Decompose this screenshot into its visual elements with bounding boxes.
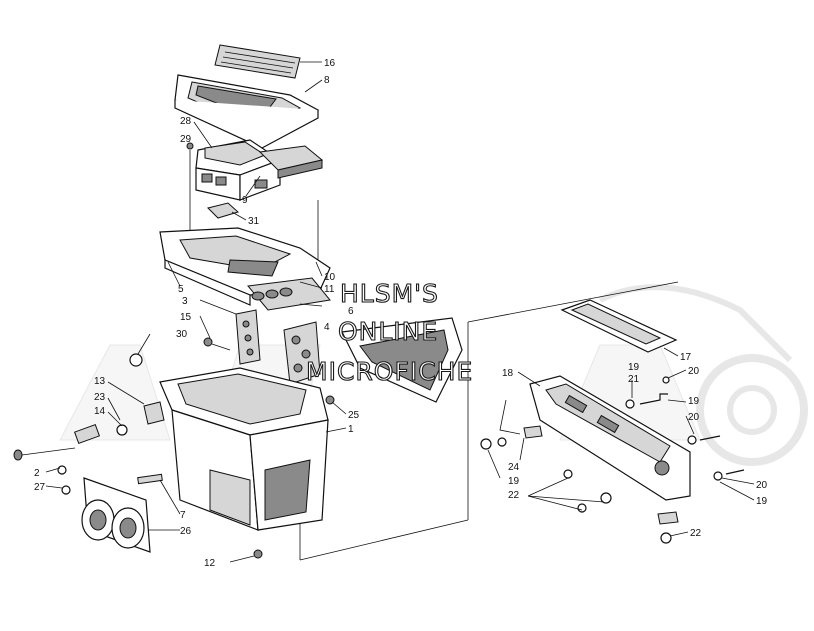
part-18-air-duct	[529, 375, 691, 501]
callout-22-a: 22	[508, 490, 520, 501]
part-26-fan-shroud	[81, 477, 151, 553]
callout-4: 4	[324, 322, 330, 333]
part-6-intake-boots	[247, 277, 331, 311]
part-2-bolt	[13, 447, 76, 461]
callout-18: 18	[502, 368, 514, 379]
callout-22-b: 22	[690, 528, 702, 539]
callout-30: 30	[176, 329, 188, 340]
callout-19-c: 19	[508, 476, 520, 487]
callout-7: 7	[180, 510, 186, 521]
callout-16: 16	[324, 58, 336, 69]
watermark-line-2: ONLINE	[338, 317, 438, 346]
callout-2: 2	[34, 468, 40, 479]
callout-31: 31	[248, 216, 260, 227]
callout-numbers: 16 8 28 29 9 31 10 11 5 6 3 4 15 30 13 2…	[34, 58, 768, 569]
watermark-line-3: MICROFICHE	[306, 357, 473, 386]
part-12-plug	[253, 549, 263, 559]
callout-1: 1	[348, 424, 354, 435]
part-16-filter-screen	[214, 44, 301, 79]
part-7-clip	[137, 473, 163, 485]
part-24-bracket	[499, 399, 543, 439]
callout-23: 23	[94, 392, 106, 403]
part-28-air-box-cover	[195, 139, 282, 201]
callout-20-a: 20	[688, 366, 700, 377]
callout-28: 28	[180, 116, 192, 127]
callout-21: 21	[628, 374, 640, 385]
callout-20-b: 20	[688, 412, 700, 423]
part-30-grommet	[129, 353, 143, 367]
callout-19-a: 19	[628, 362, 640, 373]
part-5-base-plate	[159, 227, 331, 306]
leader-lines	[45, 61, 755, 563]
callout-27: 27	[34, 482, 46, 493]
part-27-screw	[57, 465, 71, 495]
part-3-side-panel	[235, 309, 261, 365]
part-29-bolt	[186, 142, 194, 240]
callout-19-d: 19	[756, 496, 768, 507]
part-4-side-panel	[283, 321, 321, 385]
part-31-gasket	[207, 202, 239, 219]
callout-17: 17	[680, 352, 692, 363]
callout-25: 25	[348, 410, 360, 421]
callout-11: 11	[324, 284, 335, 295]
intake-duct	[341, 317, 463, 403]
part-15-screw	[203, 337, 231, 351]
callout-13: 13	[94, 376, 106, 387]
watermark-line-1: HLSM'S	[340, 279, 439, 308]
callout-20-c: 20	[756, 480, 768, 491]
callout-29: 29	[180, 134, 192, 145]
callout-6: 6	[348, 306, 354, 317]
right-hardware	[480, 376, 745, 544]
part-14-bushing	[116, 424, 128, 436]
callout-19-b: 19	[688, 396, 700, 407]
part-17-gasket	[560, 299, 678, 353]
part-1-main-air-box	[159, 367, 329, 531]
callout-8: 8	[324, 75, 330, 86]
part-23-mount	[73, 423, 101, 445]
callout-26: 26	[180, 526, 192, 537]
callout-5: 5	[178, 284, 184, 295]
part-8-top-cover	[174, 74, 320, 149]
callout-24: 24	[508, 462, 520, 473]
callout-14: 14	[94, 406, 106, 417]
callout-3: 3	[182, 296, 188, 307]
watermark: HLSM'S ONLINE MICROFICHE	[305, 278, 473, 386]
callout-10: 10	[324, 272, 336, 283]
part-9-foam-filter	[258, 145, 324, 179]
callout-15: 15	[180, 312, 192, 323]
callout-9: 9	[242, 195, 248, 206]
callout-12: 12	[204, 558, 216, 569]
part-13-clip	[143, 401, 165, 425]
